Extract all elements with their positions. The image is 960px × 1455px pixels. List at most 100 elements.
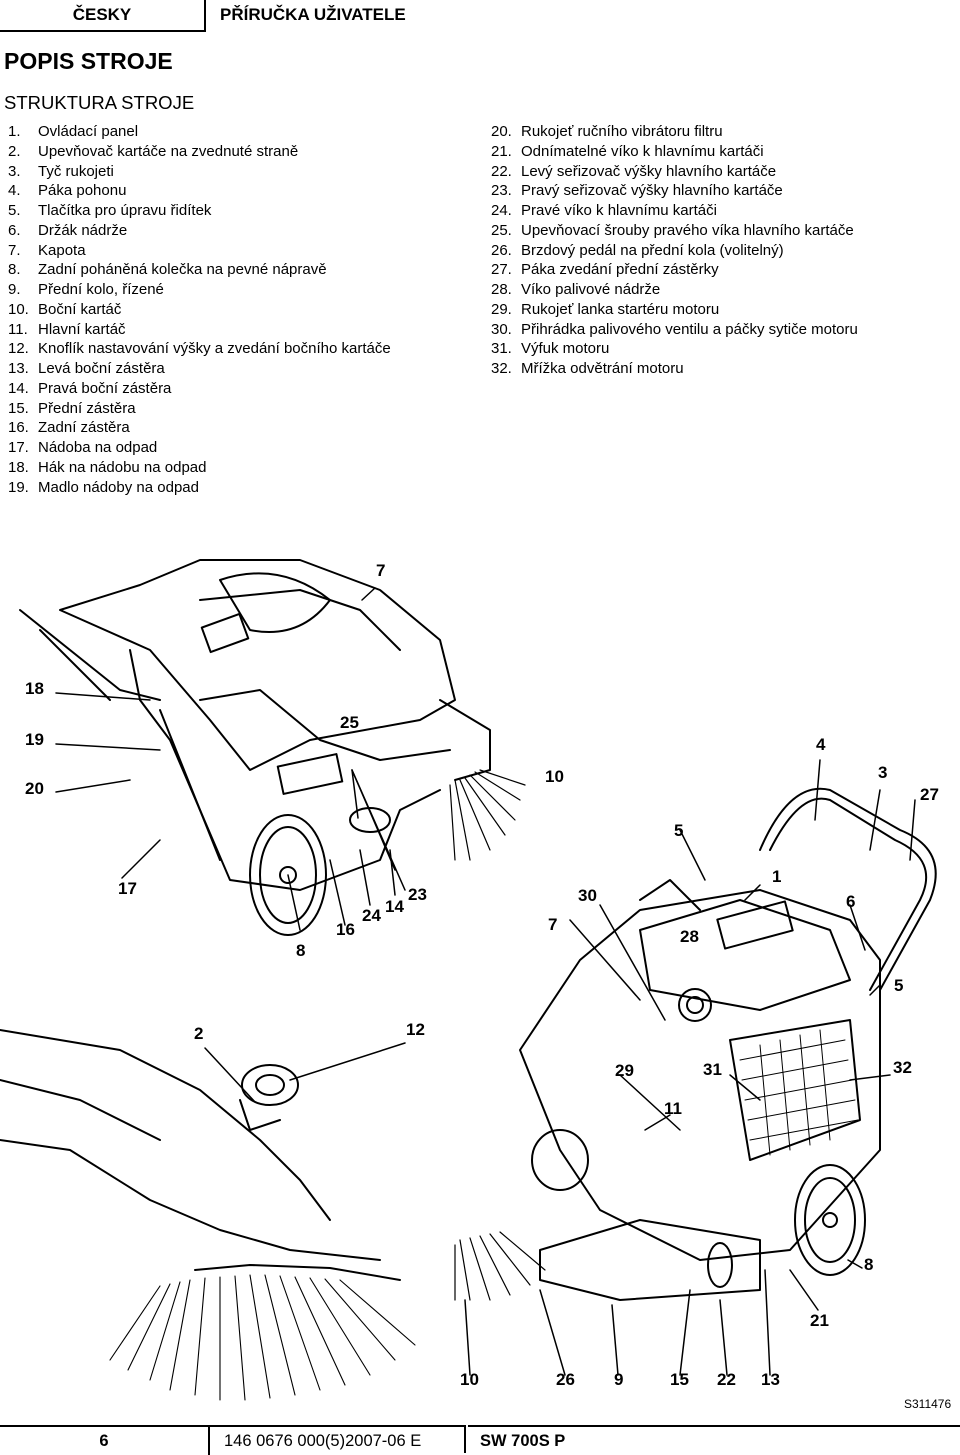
rear-view-figure bbox=[19, 559, 526, 936]
part-label: Boční kartáč bbox=[38, 300, 122, 318]
part-list-item: 28.Víko palivové nádrže bbox=[488, 280, 858, 300]
part-label: Madlo nádoby na odpad bbox=[38, 478, 199, 496]
part-label: Přední zástěra bbox=[38, 399, 136, 417]
callout-7b: 7 bbox=[548, 915, 558, 934]
part-number: 23. bbox=[491, 182, 512, 200]
part-number: 10. bbox=[8, 300, 29, 318]
part-number: 14. bbox=[8, 379, 29, 397]
callout-8: 8 bbox=[296, 941, 306, 960]
callout-27: 27 bbox=[920, 785, 939, 804]
callout-10b: 10 bbox=[460, 1370, 479, 1389]
part-label: Držák nádrže bbox=[38, 221, 128, 239]
part-list-item: 19. Madlo nádoby na odpad bbox=[5, 478, 391, 498]
part-list-item: 15. Přední zástěra bbox=[5, 399, 391, 419]
part-list-item: 32.Mřížka odvětrání motoru bbox=[488, 359, 858, 379]
part-label: Upevňovací šrouby pravého víka hlavního … bbox=[521, 221, 854, 239]
part-number: 8. bbox=[8, 261, 21, 279]
part-label: Odnímatelné víko k hlavnímu kartáči bbox=[521, 142, 764, 160]
part-label: Přední kolo, řízené bbox=[38, 281, 164, 298]
part-list-item: 8. Zadní poháněná kolečka na pevné náprav… bbox=[5, 260, 391, 280]
part-number: 27. bbox=[491, 261, 512, 279]
part-list-item: 1.Ovládací panel bbox=[5, 122, 391, 142]
side-brush-closeup bbox=[0, 1029, 416, 1401]
part-label: Páka pohonu bbox=[38, 182, 127, 200]
callout-1: 1 bbox=[772, 867, 782, 886]
part-label: Levý seřizovač výšky hlavního kartáče bbox=[521, 162, 777, 180]
part-number: 29. bbox=[491, 300, 512, 318]
part-list-item: 10. Boční kartáč bbox=[5, 300, 391, 320]
part-number: 2. bbox=[8, 142, 21, 160]
callout-6: 6 bbox=[846, 892, 856, 911]
part-label: Zadní poháněná kolečka na pevné nápravě bbox=[38, 261, 327, 279]
part-number: 16. bbox=[8, 419, 29, 437]
callout-25: 25 bbox=[340, 713, 359, 732]
callout-5: 5 bbox=[674, 821, 684, 840]
part-label: Tlačítka pro úpravu řidítek bbox=[38, 202, 212, 219]
callout-7: 7 bbox=[376, 561, 386, 580]
part-number: 9. bbox=[8, 281, 21, 298]
part-number: 5. bbox=[8, 202, 21, 219]
part-label: Levá boční zástěra bbox=[38, 360, 165, 377]
part-list-item: 31.Výfuk motoru bbox=[488, 339, 858, 359]
callout-9: 9 bbox=[614, 1370, 624, 1389]
part-list-item: 30.Přihrádka palivového ventilu a páčky … bbox=[488, 320, 858, 340]
part-list-item: 22.Levý seřizovač výšky hlavního kartáče bbox=[488, 162, 858, 182]
manual-title: PŘÍRUČKA UŽIVATELE bbox=[220, 5, 406, 24]
callout-2: 2 bbox=[194, 1024, 204, 1043]
callout-10: 10 bbox=[545, 767, 564, 786]
part-list-item: 2. Upevňovač kartáče na zvednuté straně bbox=[5, 142, 391, 162]
part-number: 12. bbox=[8, 340, 29, 358]
part-label: Zadní zástěra bbox=[38, 419, 130, 437]
callout-5b: 5 bbox=[894, 976, 904, 995]
part-number: 15. bbox=[8, 399, 29, 417]
part-list-item: 24.Pravé víko k hlavnímu kartáči bbox=[488, 201, 858, 221]
part-number: 28. bbox=[491, 281, 512, 298]
document-number: 146 0676 000(5)2007-06 E bbox=[210, 1425, 466, 1453]
part-number: 17. bbox=[8, 439, 29, 456]
part-number: 32. bbox=[491, 360, 512, 377]
page-footer: 6 146 0676 000(5)2007-06 E SW 700S P bbox=[0, 1425, 960, 1455]
part-label: Výfuk motoru bbox=[521, 340, 610, 358]
callout-24: 24 bbox=[362, 906, 381, 925]
part-label: Knoflík nastavování výšky a zvedání bočn… bbox=[38, 340, 391, 358]
part-number: 19. bbox=[8, 478, 29, 496]
section-title: STRUKTURA STROJE bbox=[4, 92, 195, 113]
part-list-item: 7.Kapota bbox=[5, 241, 391, 261]
part-label: Brzdový pedál na přední kola (volitelný) bbox=[521, 241, 784, 259]
callout-8b: 8 bbox=[864, 1255, 874, 1274]
part-list-item: 6. Držák nádrže bbox=[5, 221, 391, 241]
callout-22: 22 bbox=[717, 1370, 736, 1389]
part-number: 4. bbox=[8, 182, 21, 200]
part-list-item: 29.Rukojeť lanka startéru motoru bbox=[488, 300, 858, 320]
callout-20: 20 bbox=[25, 779, 44, 798]
callout-30: 30 bbox=[578, 886, 597, 905]
part-label: Pravá boční zástěra bbox=[38, 379, 172, 397]
part-list-item: 25.Upevňovací šrouby pravého víka hlavní… bbox=[488, 221, 858, 241]
part-number: 13. bbox=[8, 360, 29, 377]
callout-32: 32 bbox=[893, 1058, 912, 1077]
callout-23: 23 bbox=[408, 885, 427, 904]
part-list-item: 14. Pravá boční zástěra bbox=[5, 379, 391, 399]
part-label: Nádoba na odpad bbox=[38, 439, 158, 456]
part-number: 26. bbox=[491, 241, 512, 259]
part-list-item: 26. Brzdový pedál na přední kola (volitel… bbox=[488, 241, 858, 261]
part-list-item: 11.Hlavní kartáč bbox=[5, 320, 391, 340]
part-number: 24. bbox=[491, 202, 512, 219]
callout-21: 21 bbox=[810, 1311, 829, 1330]
part-number: 18. bbox=[8, 458, 29, 476]
part-label: Upevňovač kartáče na zvednuté straně bbox=[38, 142, 299, 160]
callout-26: 26 bbox=[556, 1370, 575, 1389]
part-label: Ovládací panel bbox=[38, 123, 139, 140]
part-label: Přihrádka palivového ventilu a páčky syt… bbox=[521, 320, 858, 338]
part-number: 6. bbox=[8, 221, 21, 239]
callout-28: 28 bbox=[680, 927, 699, 946]
part-list-item: 4. Páka pohonu bbox=[5, 181, 391, 201]
part-list-item: 17. Nádoba na odpad bbox=[5, 438, 391, 458]
callout-15: 15 bbox=[670, 1370, 689, 1389]
callout-18: 18 bbox=[25, 679, 44, 698]
part-label: Hlavní kartáč bbox=[38, 320, 126, 338]
part-list-item: 20.Rukojeť ručního vibrátoru filtru bbox=[488, 122, 858, 142]
